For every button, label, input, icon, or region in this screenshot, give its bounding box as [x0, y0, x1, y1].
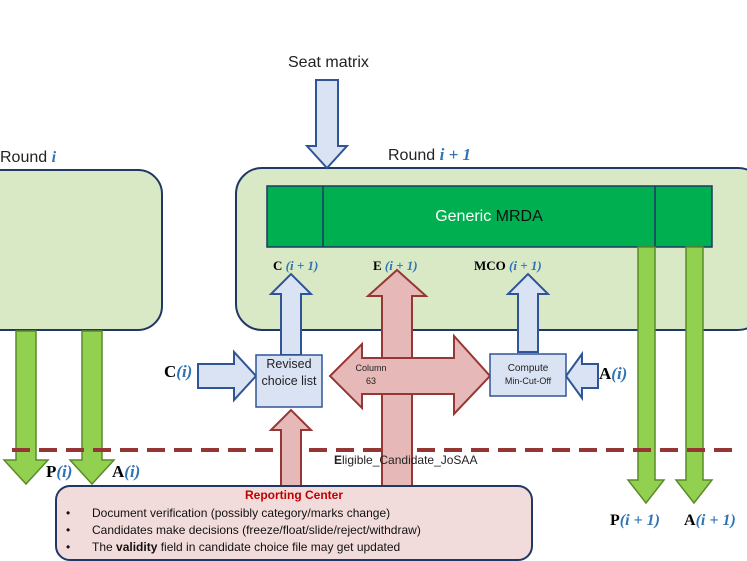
- round-i-prefix: Round: [0, 149, 52, 166]
- reporting-bullet-2-text: Candidates make decisions (freeze/float/…: [92, 523, 421, 537]
- round-next-var: i + 1: [439, 145, 472, 164]
- reporting-to-revised-arrow: [268, 408, 314, 491]
- a-i-plus-1-label: A(i + 1): [684, 512, 736, 530]
- mco-next-label: MCO (i + 1): [474, 258, 542, 274]
- a-next-arg: (i + 1): [695, 512, 736, 529]
- a-next-sym: A: [684, 512, 696, 529]
- reporting-bullet-2: •Candidates make decisions (freeze/float…: [66, 523, 421, 537]
- reporting-bullet-3-pre: The: [92, 540, 117, 554]
- reporting-center-box: [55, 485, 533, 561]
- reporting-bullet-3-bold: validity: [116, 540, 158, 554]
- p-i-plus-1-arrow: [626, 246, 666, 505]
- eligible-rest: ligible_Candidate_JoSAA: [342, 453, 478, 467]
- a-i-arg: (i): [124, 462, 141, 481]
- a-i-arrow: [68, 330, 116, 486]
- eligible-candidate-label: Eligible_Candidate_JoSAA: [334, 453, 477, 467]
- compute-box: [489, 353, 567, 397]
- c-i-sym: C: [164, 362, 177, 381]
- c-i-arg: (i): [176, 362, 193, 381]
- reporting-center-bullets: •Document verification (possibly categor…: [66, 505, 526, 556]
- mco-next-sym: MCO: [474, 258, 506, 273]
- round-next-prefix: Round: [388, 147, 440, 164]
- round-i-var: i: [51, 149, 57, 166]
- seat-matrix-label: Seat matrix: [288, 54, 369, 71]
- e-next-sym: E: [373, 258, 382, 273]
- column-63-text: Column 63: [348, 362, 394, 388]
- p-next-sym: P: [610, 512, 620, 529]
- a-i-plus-1-arrow: [674, 246, 714, 505]
- round-i-panel: [0, 169, 163, 331]
- compute-line2: Min-Cut-Off: [504, 376, 552, 386]
- c-next-arg: (i + 1): [285, 258, 319, 273]
- mco-next-arg: (i + 1): [509, 258, 542, 273]
- a-i-input-sym: A: [599, 364, 612, 383]
- p-i-arg: (i): [56, 462, 73, 481]
- compute-line1: Compute: [507, 363, 549, 374]
- mrda-prefix: Generic: [435, 207, 496, 225]
- a-i-input-arg: (i): [611, 364, 628, 383]
- round-i-label: Round i: [0, 149, 56, 167]
- reporting-bullet-3: • The validity field in candidate choice…: [66, 540, 401, 554]
- a-i-input-label: A(i): [599, 364, 627, 384]
- column-line1: Column: [355, 363, 387, 373]
- c-next-arrow: [268, 272, 314, 356]
- c-next-sym: C: [273, 258, 283, 273]
- seat-matrix-arrow: [304, 79, 350, 170]
- reporting-center-title: Reporting Center: [244, 488, 343, 502]
- p-i-arrow: [2, 330, 50, 486]
- a-i-sym: A: [112, 462, 125, 481]
- reporting-bullet-1: •Document verification (possibly categor…: [66, 506, 391, 520]
- a-i-label: A(i): [112, 462, 140, 482]
- c-next-label: C (i + 1): [273, 258, 318, 274]
- e-next-arg: (i + 1): [384, 258, 418, 273]
- c-i-arrow: [197, 349, 258, 403]
- c-i-label: C(i): [164, 362, 192, 382]
- column-line2: 63: [365, 376, 376, 386]
- mrda-label: Generic MRDA: [323, 186, 655, 247]
- mrda-highlight: MRDA: [495, 207, 543, 225]
- reporting-bullet-1-text: Document verification (possibly category…: [92, 506, 391, 520]
- mco-next-arrow: [505, 272, 551, 353]
- reporting-bullet-3-post: field in candidate choice file may get u…: [157, 540, 401, 554]
- round-i-plus-1-label: Round i + 1: [388, 145, 471, 165]
- mrda-bar: [266, 185, 713, 248]
- p-next-arg: (i + 1): [619, 512, 660, 529]
- revised-choice-box: [255, 354, 323, 408]
- a-i-input-arrow: [564, 350, 599, 402]
- eligible-first: E: [334, 453, 343, 467]
- p-i-plus-1-label: P(i + 1): [610, 512, 660, 530]
- compute-text: Compute Min-Cut-Off: [490, 362, 566, 388]
- p-i-sym: P: [46, 462, 57, 481]
- revised-choice-text: Revised choice list: [261, 357, 317, 388]
- p-i-label: P(i): [46, 462, 72, 482]
- e-next-label: E (i + 1): [373, 258, 418, 274]
